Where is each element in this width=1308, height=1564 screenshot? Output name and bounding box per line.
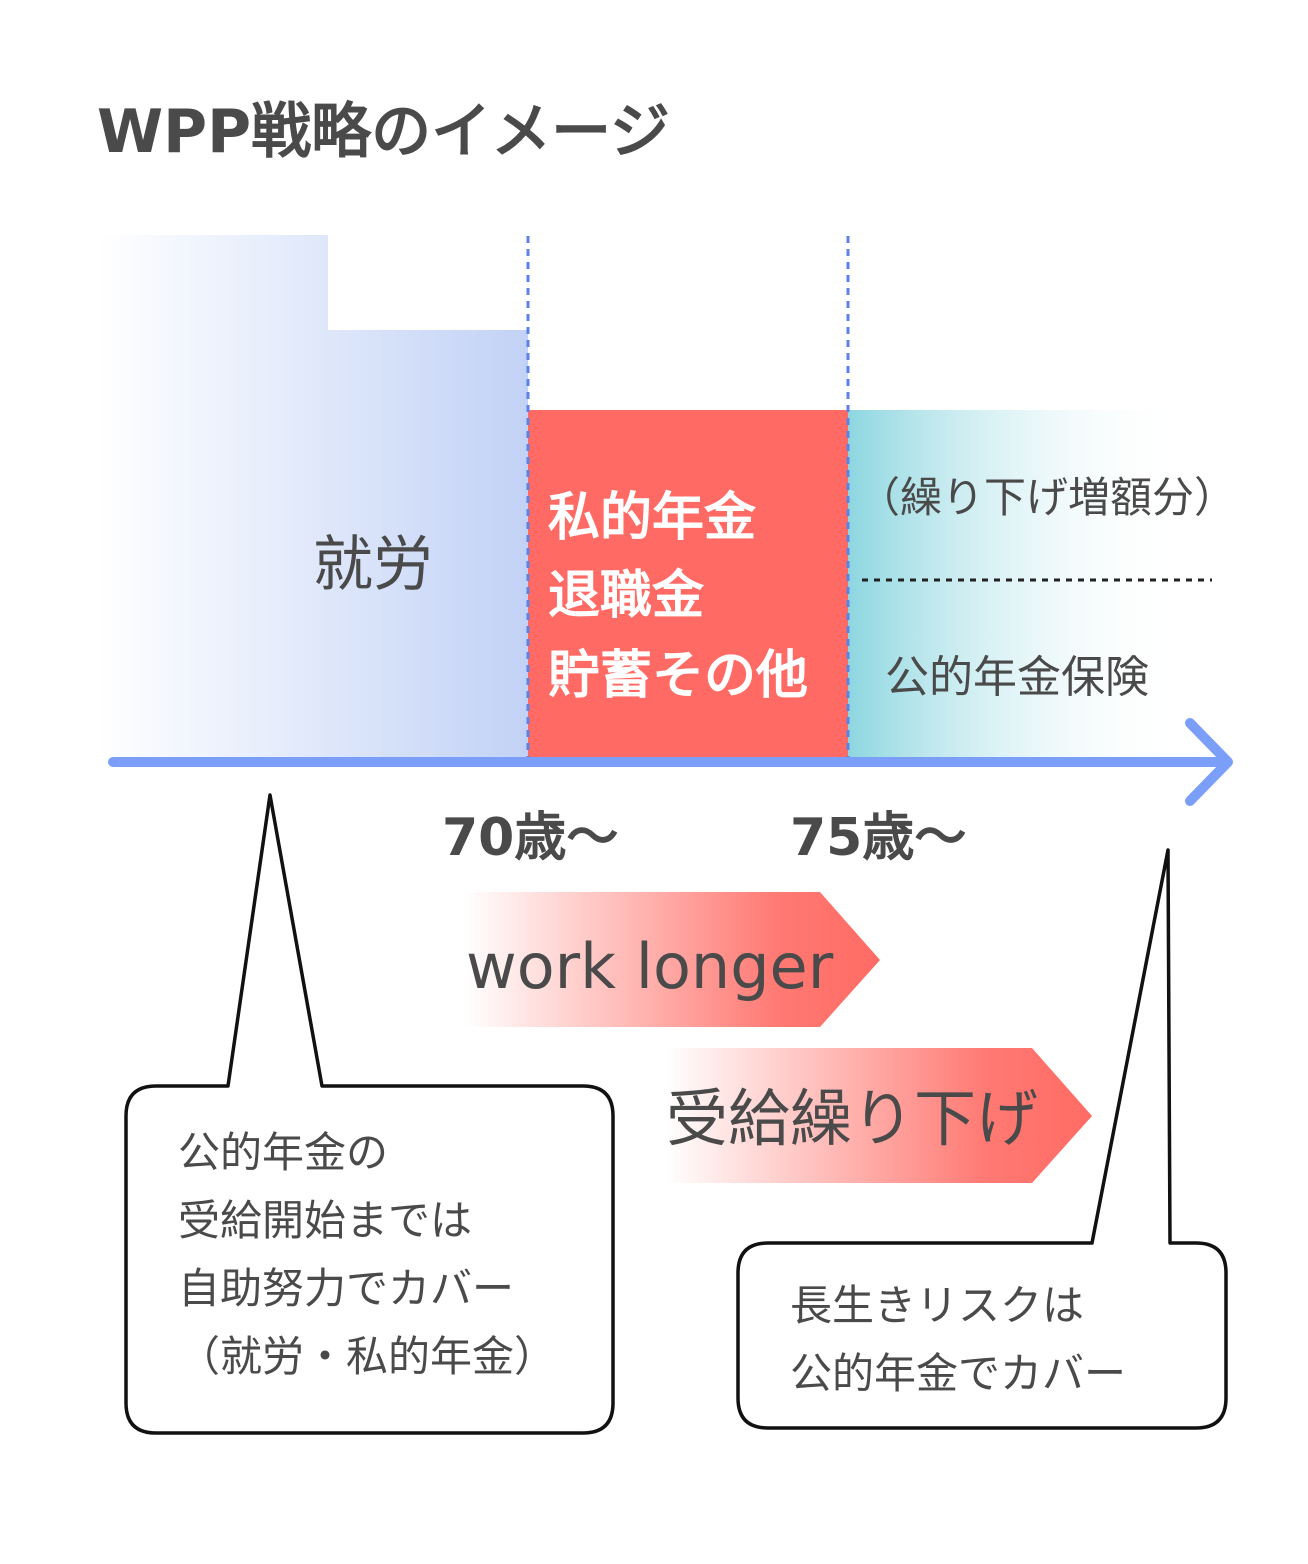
age-70-label: 70歳〜 <box>442 808 618 868</box>
left-callout-line-1: 公的年金の <box>178 1128 388 1177</box>
deferral-arrow <box>665 1048 1092 1183</box>
timeline-arrowhead-icon <box>1185 718 1233 806</box>
public-pension-label: 公的年金保険 <box>885 652 1149 703</box>
left-callout-line-4: （就労・私的年金） <box>178 1332 556 1381</box>
right-callout <box>736 848 1228 1430</box>
work-longer-label: work longer <box>466 930 834 1003</box>
work-label: 就労 <box>313 530 433 600</box>
left-callout <box>124 793 615 1435</box>
savings-label: 貯蓄その他 <box>548 646 808 706</box>
page-title: WPP戦略のイメージ <box>97 97 670 167</box>
deferral-label: 受給繰り下げ <box>666 1082 1038 1155</box>
right-callout-line-1: 長生きリスクは <box>790 1281 1084 1330</box>
deferred-increase-label: （繰り下げ増額分） <box>858 473 1236 522</box>
public-region <box>848 410 1183 762</box>
age-75-label: 75歳〜 <box>790 808 966 868</box>
retirement-allowance-label: 退職金 <box>548 566 705 626</box>
left-callout-line-2: 受給開始までは <box>178 1196 472 1245</box>
work-longer-arrow <box>465 892 880 1027</box>
work-region <box>97 235 528 762</box>
private-pension-label: 私的年金 <box>548 488 757 548</box>
right-callout-line-2: 公的年金でカバー <box>790 1349 1126 1398</box>
left-callout-line-3: 自助努力でカバー <box>178 1264 514 1313</box>
private-region <box>528 410 848 762</box>
